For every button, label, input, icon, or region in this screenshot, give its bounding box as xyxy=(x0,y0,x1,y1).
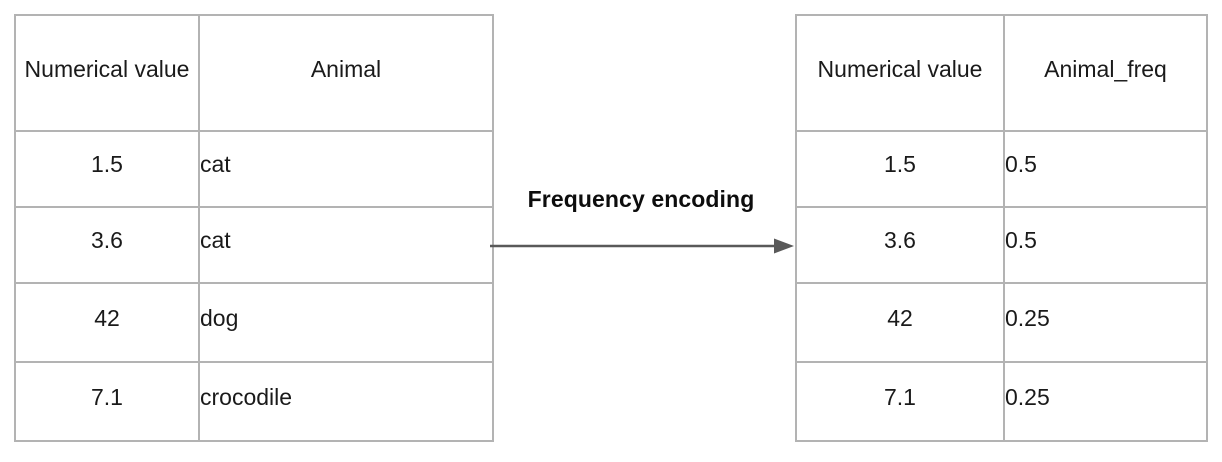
column-header-numerical-value: Numerical value xyxy=(14,14,200,132)
table-row: 1.5 cat xyxy=(14,130,494,208)
cell-text: crocodile xyxy=(200,383,293,410)
cell-text: 7.1 xyxy=(91,383,123,410)
transformation-arrow-group: Frequency encoding xyxy=(488,186,798,266)
table-row: 3.6 0.5 xyxy=(795,206,1208,284)
table-row: 7.1 crocodile xyxy=(14,361,494,442)
table-row: 42 0.25 xyxy=(795,282,1208,363)
cell-numerical-value: 3.6 xyxy=(795,206,1005,284)
column-header-animal-freq: Animal_freq xyxy=(1003,14,1208,132)
table-row: 42 dog xyxy=(14,282,494,363)
original-data-table: Numerical value Animal 1.5 cat 3.6 xyxy=(14,14,494,442)
table-header-row: Numerical value Animal_freq xyxy=(795,14,1208,132)
table-row: 1.5 0.5 xyxy=(795,130,1208,208)
cell-text: 3.6 xyxy=(91,227,123,254)
table-row: 7.1 0.25 xyxy=(795,361,1208,442)
cell-text: 42 xyxy=(94,304,120,331)
cell-numerical-value: 7.1 xyxy=(795,361,1005,442)
cell-animal: crocodile xyxy=(198,361,494,442)
cell-text: 1.5 xyxy=(884,151,916,178)
cell-text: 0.5 xyxy=(1005,227,1037,254)
table-row: 3.6 cat xyxy=(14,206,494,284)
cell-text: 7.1 xyxy=(884,383,916,410)
cell-numerical-value: 3.6 xyxy=(14,206,200,284)
cell-text: 3.6 xyxy=(884,227,916,254)
column-header-label: Numerical value xyxy=(817,56,983,83)
cell-text: 0.25 xyxy=(1005,304,1050,331)
cell-numerical-value: 1.5 xyxy=(795,130,1005,208)
column-header-label: Animal xyxy=(310,56,382,83)
column-header-label: Numerical value xyxy=(24,56,190,83)
cell-text: 1.5 xyxy=(91,151,123,178)
cell-numerical-value: 7.1 xyxy=(14,361,200,442)
transformation-label: Frequency encoding xyxy=(527,186,755,212)
cell-animal: dog xyxy=(198,282,494,363)
cell-animal-freq: 0.5 xyxy=(1003,130,1208,208)
frequency-encoded-table: Numerical value Animal_freq 1.5 0.5 3.6 xyxy=(795,14,1208,442)
cell-animal: cat xyxy=(198,130,494,208)
cell-text: cat xyxy=(200,151,231,178)
cell-numerical-value: 1.5 xyxy=(14,130,200,208)
cell-animal-freq: 0.5 xyxy=(1003,206,1208,284)
cell-text: dog xyxy=(200,304,239,331)
column-header-animal: Animal xyxy=(198,14,494,132)
cell-numerical-value: 42 xyxy=(14,282,200,363)
table-header-row: Numerical value Animal xyxy=(14,14,494,132)
rightwards-arrow-icon xyxy=(490,238,794,254)
cell-animal-freq: 0.25 xyxy=(1003,282,1208,363)
column-header-numerical-value: Numerical value xyxy=(795,14,1005,132)
cell-numerical-value: 42 xyxy=(795,282,1005,363)
cell-animal: cat xyxy=(198,206,494,284)
cell-text: 0.25 xyxy=(1005,383,1050,410)
cell-animal-freq: 0.25 xyxy=(1003,361,1208,442)
column-header-label: Animal_freq xyxy=(1044,56,1167,83)
cell-text: 0.5 xyxy=(1005,151,1037,178)
cell-text: 42 xyxy=(887,304,913,331)
cell-text: cat xyxy=(200,227,231,254)
